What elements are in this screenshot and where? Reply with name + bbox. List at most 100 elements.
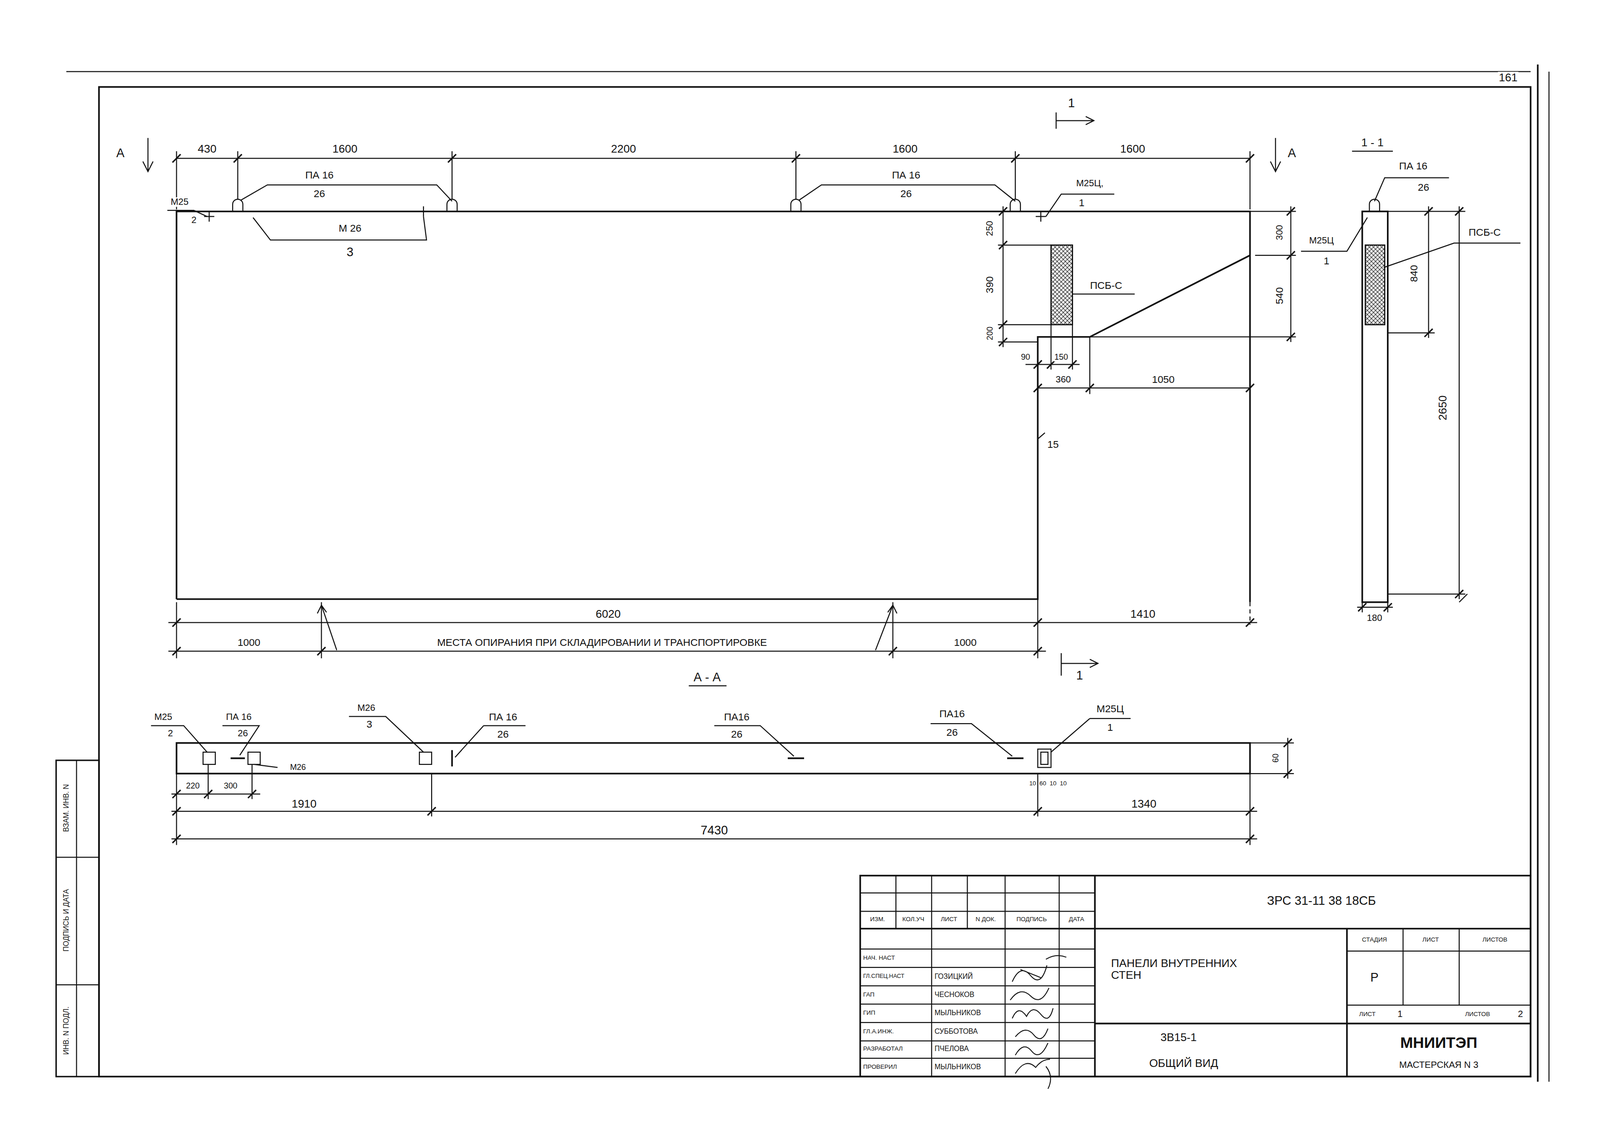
drawing-line (1548, 71, 1550, 1083)
drawing-label: 1050 (1151, 374, 1176, 386)
drawing-label: ПОДПИСЬ И ДАТА (62, 888, 71, 953)
drawing-line (1035, 211, 1046, 222)
drawing-label: 1000 (236, 637, 262, 649)
dimension-line (171, 793, 260, 795)
drawing-line (1365, 245, 1385, 325)
dimension-line (176, 158, 1251, 160)
drawing-label: Р (1369, 971, 1380, 984)
drawing-line (860, 1022, 1096, 1024)
dimension-tick (172, 834, 181, 844)
drawing-label: А - А (692, 670, 722, 684)
drawing-line (99, 86, 1531, 1077)
drawing-line (1051, 245, 1073, 325)
dimension-tick (1033, 383, 1042, 393)
dimension-tick (1246, 383, 1255, 393)
drawing-line (790, 199, 801, 212)
dimension-tick (1068, 360, 1077, 369)
drawing-line (860, 928, 1531, 930)
drawing-line (176, 743, 1251, 774)
drawing-line (930, 723, 1013, 757)
drawing-label: 10 (1048, 780, 1058, 787)
drawing-label: М25Ц (1308, 235, 1335, 246)
drawing-label: МЫЛЬНИКОВ (933, 1009, 982, 1018)
drawing-line (860, 948, 1096, 950)
drawing-line (787, 757, 805, 760)
drawing-label: 6020 (594, 608, 622, 621)
drawing-line (1459, 594, 1468, 603)
drawing-line (56, 856, 100, 858)
drawing-line (1270, 138, 1281, 172)
drawing-line (998, 244, 1052, 246)
drawing-line (419, 752, 432, 765)
drawing-label: ПСБ-С (1088, 280, 1123, 292)
drawing-label: 15 (1046, 439, 1060, 451)
drawing-label: ГАП (862, 991, 876, 999)
drawing-line (1037, 599, 1039, 659)
drawing-label: 3 (365, 719, 374, 731)
drawing-label: ИНВ. N ПОДЛ. (62, 1005, 71, 1056)
drawing-line (1045, 955, 1067, 960)
drawing-line (1383, 243, 1521, 268)
drawing-line (1058, 875, 1060, 1077)
dimension-tick (1246, 807, 1255, 816)
drawing-label: N ДОК. (974, 916, 997, 923)
dimension-tick (998, 207, 1008, 216)
dimension-tick (791, 154, 800, 163)
drawing-label: СТАДИЯ (1361, 936, 1388, 944)
drawing-line (860, 1003, 1096, 1005)
dimension-tick (1286, 251, 1295, 260)
drawing-line (1015, 1043, 1049, 1056)
drawing-line (860, 967, 1096, 969)
drawing-line (150, 725, 208, 753)
drawing-label: 250 (984, 219, 995, 238)
drawing-label: ИЗМ. (869, 916, 886, 923)
drawing-line (175, 773, 177, 845)
drawing-label: 1410 (1129, 608, 1157, 621)
dimension-tick (427, 807, 436, 816)
drawing-line (1037, 432, 1045, 439)
drawing-line (860, 1058, 1096, 1059)
drawing-label: 2650 (1436, 394, 1449, 422)
drawing-label: СУББОТОВА (933, 1028, 979, 1036)
dimension-line (171, 810, 1258, 812)
drawing-label: М25 (169, 197, 190, 207)
drawing-line (253, 764, 278, 768)
drawing-line (230, 757, 245, 760)
drawing-line (1007, 757, 1024, 760)
drawing-label: ПЧЕЛОВА (933, 1045, 970, 1054)
dimension-tick (1246, 154, 1255, 163)
drawing-line (875, 605, 897, 651)
drawing-label: 26 (730, 729, 744, 741)
drawing-line (1040, 752, 1049, 765)
drawing-line (1301, 217, 1368, 252)
drawing-label: 1 (1067, 96, 1076, 110)
drawing-label: 180 (1366, 613, 1384, 624)
drawing-line (1004, 875, 1006, 1077)
dimension-tick (248, 790, 257, 799)
dimension-tick (1283, 739, 1292, 748)
dimension-tick (888, 647, 897, 656)
dimension-line (171, 838, 1258, 840)
drawing-label: 90 (1019, 352, 1031, 362)
drawing-line (1536, 64, 1539, 1082)
drawing-label: 1 (1322, 255, 1331, 267)
drawing-label: ГЛ.А.ИНЖ. (862, 1028, 895, 1035)
drawing-label: ПА 16 (890, 170, 921, 182)
drawing-label: 60 (1271, 752, 1280, 764)
drawing-line (167, 210, 208, 217)
dimension-tick (1011, 154, 1020, 163)
drawing-line (1249, 773, 1251, 845)
drawing-line (1015, 1059, 1051, 1089)
dimension-tick (172, 647, 181, 656)
drawing-label: ПА 16 (304, 170, 335, 182)
drawing-label: А (115, 146, 126, 160)
drawing-label: МАСТЕРСКАЯ N 3 (1398, 1060, 1480, 1070)
drawing-label: 390 (984, 275, 996, 294)
drawing-line (1346, 1004, 1531, 1006)
dimension-tick (1424, 207, 1433, 216)
drawing-label: ОБЩИЙ ВИД (1148, 1057, 1220, 1070)
dimension-tick (447, 154, 457, 163)
dimension-tick (998, 241, 1008, 250)
drawing-label: 1600 (891, 143, 919, 155)
